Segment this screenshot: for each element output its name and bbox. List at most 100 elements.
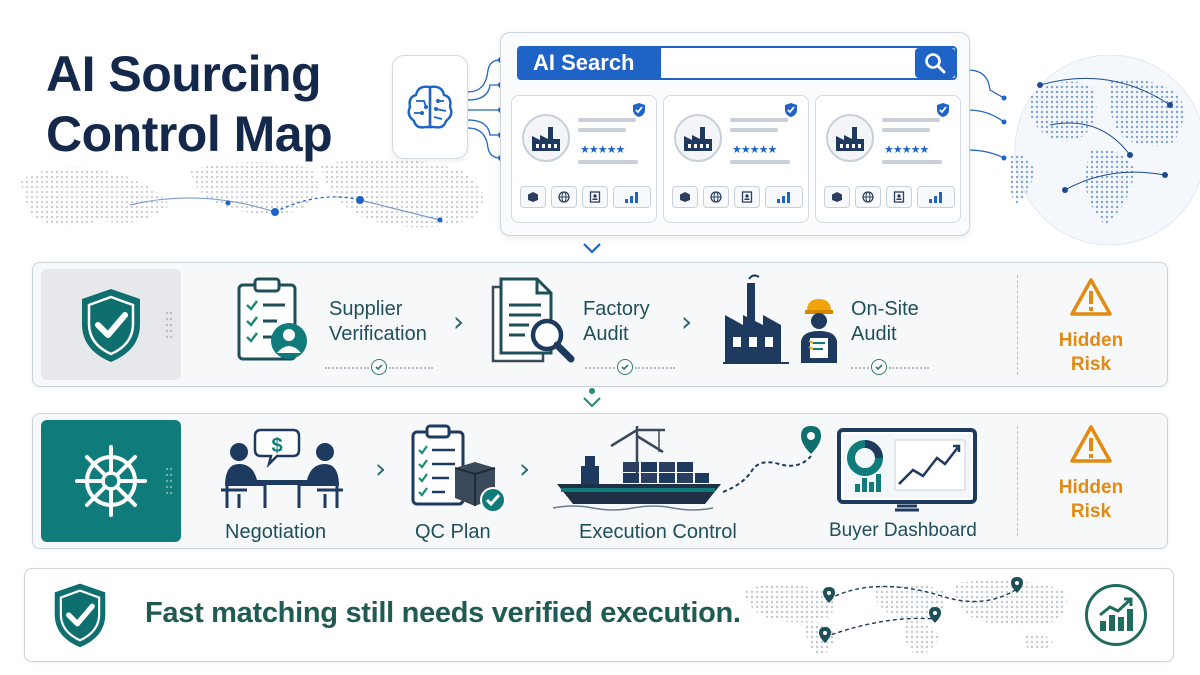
ship-wheel-icon — [75, 445, 147, 517]
rating-stars: ★★★★★ — [580, 143, 625, 156]
factory-avatar — [826, 114, 874, 162]
step-label-line: Supplier — [329, 298, 403, 320]
chevron-right-icon: › — [519, 452, 531, 485]
warning-icon — [1070, 425, 1112, 463]
card-text-line — [882, 128, 930, 132]
step-label-line: Audit — [851, 323, 897, 345]
factory-icon — [684, 127, 712, 151]
document-search-icon — [491, 277, 575, 363]
package-icon — [824, 186, 850, 208]
verification-lead — [41, 269, 181, 380]
package-icon — [520, 186, 546, 208]
dotted-line — [635, 367, 675, 369]
id-badge-icon — [582, 186, 608, 208]
world-map-left — [20, 158, 483, 228]
ai-brain-box — [392, 55, 468, 159]
page-title: AI Sourcing Control Map — [46, 44, 333, 164]
card-text-line — [578, 160, 638, 164]
supplier-card[interactable]: ★★★★★ — [815, 95, 961, 223]
divider — [1017, 426, 1018, 536]
step-label-line: On-Site — [851, 298, 919, 320]
hidden-risk-label: Hidden Risk — [1047, 476, 1135, 524]
factory-avatar — [522, 114, 570, 162]
supplier-card[interactable]: ★★★★★ — [663, 95, 809, 223]
dotted-line — [585, 367, 615, 369]
factory-icon — [532, 127, 560, 151]
dotted-line — [389, 367, 433, 369]
dots-decoration — [165, 467, 173, 495]
growth-chart-icon — [1085, 584, 1147, 646]
bar-chart-icon — [917, 186, 955, 208]
bar-chart-icon — [613, 186, 651, 208]
card-text-line — [578, 128, 626, 132]
dotted-line — [889, 367, 929, 369]
magnifier-icon — [925, 53, 946, 74]
card-text-line — [882, 160, 942, 164]
globe-icon — [551, 186, 577, 208]
step-label-line: Factory — [583, 298, 650, 320]
card-text-line — [578, 118, 636, 122]
risk-line: Risk — [1070, 501, 1112, 522]
risk-line: Hidden — [1058, 330, 1124, 351]
divider — [1017, 275, 1018, 375]
card-text-line — [730, 118, 788, 122]
dotted-line — [325, 367, 369, 369]
shield-check-icon — [54, 583, 106, 648]
negotiation-icon: $ — [221, 428, 343, 508]
verified-badge-icon — [633, 103, 645, 117]
svg-text:$: $ — [271, 435, 282, 457]
clipboard-user-icon — [237, 277, 307, 361]
step-supplier-verification: Supplier Verification — [329, 297, 427, 347]
dashboard-monitor-icon — [837, 428, 977, 512]
id-badge-icon — [886, 186, 912, 208]
search-bar[interactable]: AI Search — [517, 46, 957, 80]
dots-decoration — [165, 311, 173, 338]
globe-icon — [703, 186, 729, 208]
globe-map-right — [1008, 55, 1200, 245]
verification-row: Supplier Verification › Factory Audit › — [32, 262, 1168, 387]
rating-stars: ★★★★★ — [732, 143, 777, 156]
dotted-line — [851, 367, 869, 369]
rating-stars: ★★★★★ — [884, 143, 929, 156]
globe-icon — [855, 186, 881, 208]
warning-icon — [1070, 278, 1112, 316]
summary-text: Fast matching still needs verified execu… — [145, 597, 741, 629]
chevron-down-icon — [583, 388, 601, 408]
step-qc-plan: QC Plan — [415, 521, 491, 543]
card-text-line — [730, 160, 790, 164]
qc-checklist-icon — [411, 424, 506, 513]
search-label: AI Search — [519, 48, 661, 78]
chevron-right-icon: › — [453, 305, 465, 338]
card-text-line — [730, 128, 778, 132]
check-circle-icon — [871, 359, 887, 375]
verified-badge-icon — [785, 103, 797, 117]
panel-connectors — [968, 69, 1007, 161]
title-line-1: AI Sourcing — [46, 46, 322, 102]
step-negotiation: Negotiation — [225, 521, 327, 543]
step-execution-control: Execution Control — [579, 521, 737, 543]
chevron-right-icon: › — [375, 452, 387, 485]
step-label-line: Audit — [583, 323, 629, 345]
execution-lead — [41, 420, 181, 542]
factory-icon — [836, 127, 864, 151]
execution-row: $ Negotiation › QC Plan › Execut — [32, 413, 1168, 549]
check-circle-icon — [617, 359, 633, 375]
supplier-card[interactable]: ★★★★★ — [511, 95, 657, 223]
search-button[interactable] — [915, 48, 955, 78]
package-icon — [672, 186, 698, 208]
factory-avatar — [674, 114, 722, 162]
step-factory-audit: Factory Audit — [583, 297, 650, 347]
bar-chart-icon — [765, 186, 803, 208]
risk-line: Hidden — [1058, 477, 1124, 498]
brain-icon — [407, 85, 453, 129]
summary-banner: Fast matching still needs verified execu… — [24, 568, 1174, 662]
cargo-ship-icon — [553, 426, 821, 511]
chevron-right-icon: › — [681, 305, 693, 338]
ai-search-panel: AI Search ★★★★★ ★★★★★ — [500, 32, 970, 236]
step-buyer-dashboard: Buyer Dashboard — [829, 520, 977, 541]
world-map-bottom — [744, 577, 1067, 657]
card-text-line — [882, 118, 940, 122]
title-line-2: Control Map — [46, 106, 333, 162]
id-badge-icon — [734, 186, 760, 208]
chevron-down-icon — [583, 243, 601, 254]
